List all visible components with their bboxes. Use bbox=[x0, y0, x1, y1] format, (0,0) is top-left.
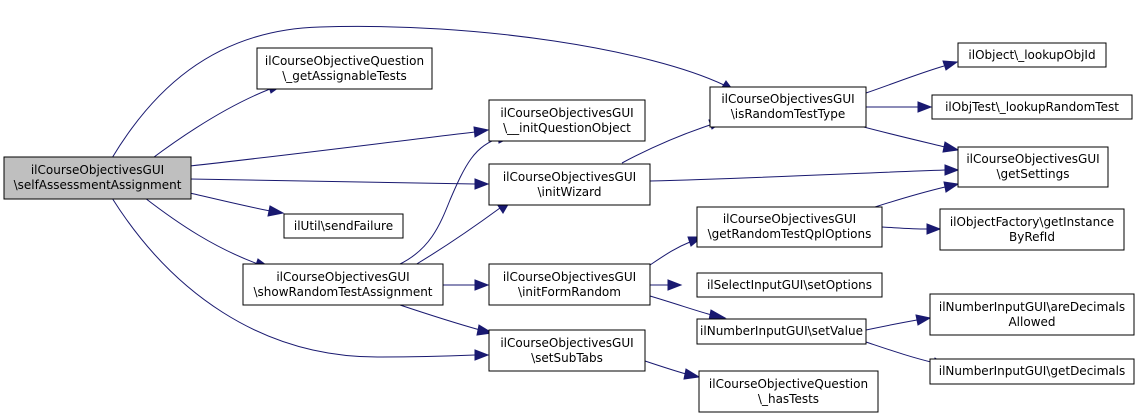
edge-root-to-initw bbox=[189, 178, 490, 190]
node-label-line: \isRandomTestType bbox=[731, 107, 846, 121]
node-label-line: ilCourseObjectivesGUI bbox=[500, 336, 633, 350]
node-send-failure[interactable]: ilUtil\sendFailure bbox=[283, 213, 404, 239]
node-label-line: \getRandomTestQplOptions bbox=[708, 227, 872, 241]
node-label-line: ilCourseObjectiveQuestion bbox=[709, 377, 868, 391]
node-label-line: \_hasTests bbox=[758, 392, 819, 406]
node-has-tests[interactable]: ilCourseObjectiveQuestion \_hasTests bbox=[698, 370, 879, 413]
node-label-line: \initFormRandom bbox=[518, 285, 621, 299]
node-get-assignable-tests[interactable]: ilCourseObjectiveQuestion \_getAssignabl… bbox=[256, 47, 433, 90]
edge-root-to-assign bbox=[149, 83, 284, 161]
node-lookup-random-test[interactable]: ilObjTest\_lookupRandomTest bbox=[931, 94, 1133, 120]
node-label-line: ilCourseObjectivesGUI bbox=[503, 270, 636, 284]
edge-israndom-to-lookupobj bbox=[865, 60, 959, 94]
edge-getrand-to-getsett bbox=[874, 181, 960, 208]
node-lookup-obj-id[interactable]: ilObject\_lookupObjId bbox=[957, 42, 1107, 68]
node-label-line: \showRandomTestAssignment bbox=[253, 285, 432, 299]
edge-initform-to-setopt bbox=[650, 279, 683, 291]
node-select-input-set-options[interactable]: ilSelectInputGUI\setOptions bbox=[696, 272, 883, 298]
node-label-line: ilObject\_lookupObjId bbox=[968, 48, 1095, 62]
node-label-line: \_getAssignableTests bbox=[282, 69, 407, 83]
node-label-line: ByRefId bbox=[1009, 230, 1055, 244]
node-label-line: ilNumberInputGUI\areDecimals bbox=[939, 300, 1125, 314]
node-label-line: Allowed bbox=[1008, 315, 1055, 329]
edge-show-to-subtab bbox=[399, 304, 494, 336]
node-label-line: \initWizard bbox=[538, 185, 602, 199]
edge-root-to-send bbox=[189, 192, 285, 217]
node-label-line: ilCourseObjectivesGUI bbox=[31, 163, 164, 177]
node-init-question-object[interactable]: ilCourseObjectivesGUI \__initQuestionObj… bbox=[488, 99, 646, 142]
edge-setval-to-aredec bbox=[865, 314, 932, 331]
node-label-line: ilCourseObjectivesGUI bbox=[721, 92, 854, 106]
edge-initw-to-getsett bbox=[649, 164, 960, 182]
edge-israndom-to-getsett bbox=[859, 125, 960, 153]
node-label-line: ilCourseObjectivesGUI bbox=[500, 106, 633, 120]
node-init-form-random[interactable]: ilCourseObjectivesGUI \initFormRandom bbox=[488, 263, 651, 306]
node-label-line: ilObjTest\_lookupRandomTest bbox=[945, 100, 1119, 114]
node-label-line: ilNumberInputGUI\getDecimals bbox=[939, 364, 1126, 378]
node-label-line: ilCourseObjectiveQuestion bbox=[265, 54, 424, 68]
edge-initform-to-getrand bbox=[649, 236, 704, 266]
nodes: ilCourseObjectivesGUI \selfAssessmentAss… bbox=[3, 42, 1135, 413]
node-set-sub-tabs[interactable]: ilCourseObjectivesGUI \setSubTabs bbox=[488, 329, 646, 372]
edge-show-to-initw bbox=[414, 200, 512, 266]
node-label-line: \getSettings bbox=[997, 167, 1070, 181]
node-label-line: ilUtil\sendFailure bbox=[294, 219, 393, 233]
node-get-random-test-qpl-options[interactable]: ilCourseObjectivesGUI \getRandomTestQplO… bbox=[696, 206, 883, 248]
edge-israndom-to-lookuprt bbox=[866, 101, 933, 113]
edge-root-to-subtab bbox=[111, 197, 490, 361]
node-label-line: \setSubTabs bbox=[531, 351, 603, 365]
node-self-assessment-assignment[interactable]: ilCourseObjectivesGUI \selfAssessmentAss… bbox=[3, 156, 192, 200]
node-label-line: ilCourseObjectivesGUI bbox=[723, 212, 856, 226]
node-get-decimals[interactable]: ilNumberInputGUI\getDecimals bbox=[929, 358, 1135, 385]
edge-root-to-initq bbox=[189, 126, 490, 167]
edge-subtab-to-hastests bbox=[644, 360, 701, 380]
node-label-line: ilCourseObjectivesGUI bbox=[966, 152, 1099, 166]
node-is-random-test-type[interactable]: ilCourseObjectivesGUI \isRandomTestType bbox=[709, 86, 867, 128]
node-show-random-test-assignment[interactable]: ilCourseObjectivesGUI \showRandomTestAss… bbox=[242, 263, 444, 306]
node-label-line: ilSelectInputGUI\setOptions bbox=[707, 278, 872, 292]
node-are-decimals-allowed[interactable]: ilNumberInputGUI\areDecimals Allowed bbox=[929, 293, 1135, 336]
node-label-line: ilObjectFactory\getInstance bbox=[950, 215, 1114, 229]
node-get-settings[interactable]: ilCourseObjectivesGUI \getSettings bbox=[957, 146, 1109, 188]
edge-initform-to-setval bbox=[649, 295, 727, 321]
node-object-factory-get-instance[interactable]: ilObjectFactory\getInstance ByRefId bbox=[939, 208, 1125, 251]
node-label-line: \__initQuestionObject bbox=[503, 121, 631, 135]
edge-root-to-show bbox=[144, 197, 272, 269]
node-label-line: ilCourseObjectivesGUI bbox=[503, 170, 636, 184]
node-label-line: ilNumberInputGUI\setValue bbox=[700, 324, 863, 338]
edge-show-to-initform bbox=[443, 279, 490, 291]
node-label-line: ilCourseObjectivesGUI bbox=[276, 270, 409, 284]
node-number-input-set-value[interactable]: ilNumberInputGUI\setValue bbox=[696, 318, 867, 345]
edge-getrand-to-factory bbox=[881, 223, 942, 235]
node-init-wizard[interactable]: ilCourseObjectivesGUI \initWizard bbox=[488, 163, 651, 206]
node-label-line: \selfAssessmentAssignment bbox=[14, 178, 182, 192]
